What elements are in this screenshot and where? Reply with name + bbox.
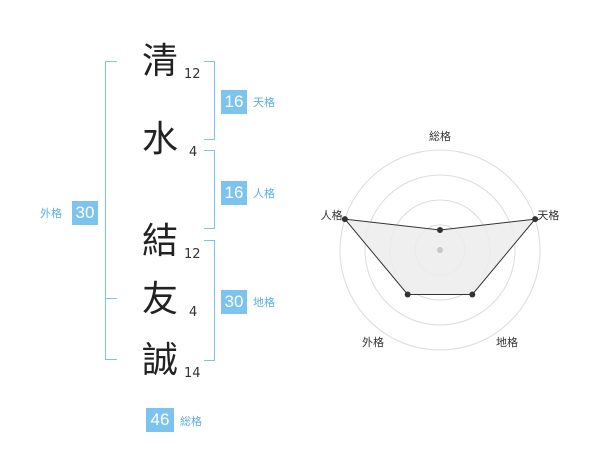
- jinkaku-bracket: [204, 150, 215, 229]
- radar-center-dot: [437, 247, 443, 253]
- tenkaku-bracket: [204, 61, 215, 140]
- name-char-2: 水: [141, 119, 178, 160]
- gaikaku-label: 外格: [40, 207, 62, 220]
- radar-points: [341, 216, 539, 298]
- chikaku-badge: 30: [221, 290, 247, 314]
- radar-point-1: [437, 227, 443, 233]
- radar-ring-3: [364, 174, 516, 326]
- chikaku-label: 地格: [253, 296, 275, 309]
- gaikaku-bracket: [105, 61, 117, 360]
- radar-point-5: [341, 216, 348, 223]
- radar-axis-label-1: 総格: [429, 129, 451, 143]
- radar-point-2: [532, 216, 539, 223]
- jinkaku-label: 人格: [253, 187, 275, 200]
- radar-axis-label-2: 天格: [537, 208, 559, 222]
- tenkaku-badge: 16: [221, 90, 247, 114]
- name-char-1: 清: [141, 41, 178, 82]
- stroke-count-5: 14: [184, 366, 201, 381]
- gaikaku-bracket-tick: [105, 298, 117, 299]
- soukaku-label: 総格: [180, 415, 202, 428]
- stroke-count-4: 4: [189, 305, 198, 320]
- name-char-4: 友: [141, 279, 178, 320]
- stroke-count-3: 12: [184, 247, 201, 262]
- stroke-count-2: 4: [189, 145, 198, 160]
- stroke-count-1: 12: [184, 67, 201, 82]
- name-char-3: 結: [141, 221, 178, 262]
- radar-data-polygon: [343, 218, 537, 295]
- radar-axis-label-5: 人格: [321, 208, 343, 222]
- radar-point-3: [469, 291, 476, 298]
- chikaku-bracket: [204, 240, 215, 361]
- name-char-5: 誠: [141, 340, 178, 381]
- radar-axis-label-4: 外格: [362, 335, 384, 349]
- soukaku-badge: 46: [146, 408, 174, 432]
- tenkaku-label: 天格: [253, 96, 275, 109]
- radar-ring-4: [339, 149, 541, 351]
- gaikaku-badge: 30: [72, 201, 98, 225]
- jinkaku-badge: 16: [221, 181, 247, 205]
- radar-axis-label-3: 地格: [496, 335, 518, 349]
- radar-point-4: [404, 291, 411, 298]
